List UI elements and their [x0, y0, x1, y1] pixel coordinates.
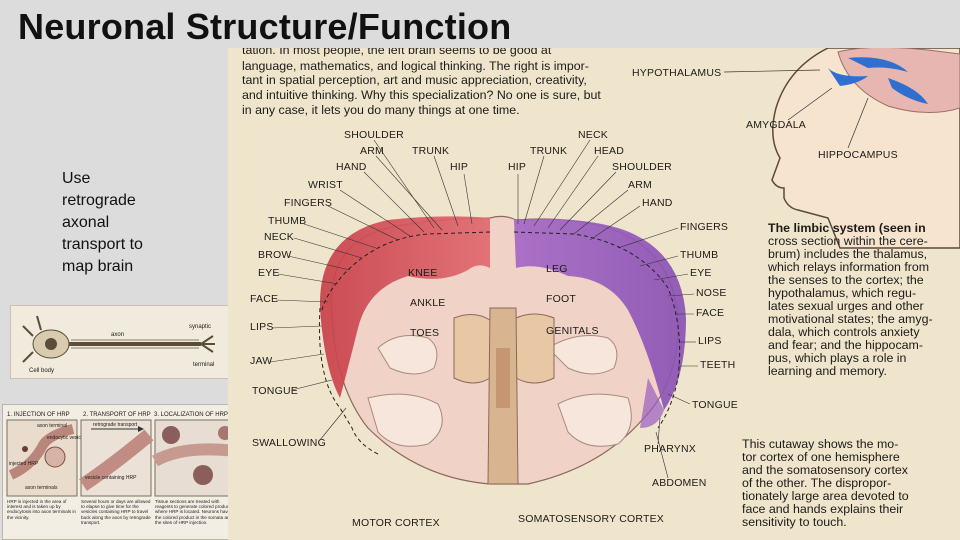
axon-label: axon	[111, 332, 124, 338]
cutaway-line: of the other. The dispropor-	[742, 476, 891, 490]
cutaway-line: face and hands explains their	[742, 502, 903, 516]
sensory-label: TEETH	[700, 359, 735, 371]
hrp-tracing-diagram: 1. INJECTION OF HRP 2. TRANSPORT OF HRP …	[2, 404, 240, 540]
panel2-label: retrograde transport	[93, 422, 138, 428]
sensory-label: HEAD	[594, 145, 624, 157]
panel1-label: axon terminal	[37, 423, 67, 429]
sensory-label: SHOULDER	[612, 161, 672, 173]
cutaway-line: and the somatosensory cortex	[742, 463, 909, 477]
sensory-label: ARM	[628, 179, 652, 191]
top-paragraph-line: language, mathematics, and logical think…	[242, 59, 589, 73]
limbic-line: the senses to the cortex; the	[768, 273, 924, 287]
panel1-label: endocytic vesicle	[47, 435, 85, 441]
limbic-line: which relays information from	[767, 260, 929, 274]
panel2-caption: Several hours or days are allowed to ela…	[81, 499, 151, 525]
sensory-label: LIPS	[698, 335, 722, 347]
limbic-line: motivational states; the amyg-	[768, 312, 933, 326]
panel1-label: injected HRP	[9, 461, 39, 467]
side-note: Use retrograde axonal transport to map b…	[62, 168, 192, 278]
sensory-label: HIP	[508, 161, 526, 173]
limbic-line: brum) includes the thalamus,	[768, 247, 927, 261]
panel2-title: 2. TRANSPORT OF HRP	[83, 412, 151, 418]
sensory-label: PHARYNX	[644, 443, 696, 455]
terminal-label: terminal	[193, 362, 214, 368]
sensory-label: FINGERS	[680, 221, 728, 233]
motor-label: WRIST	[308, 179, 343, 191]
panel1-label: axon terminals	[25, 485, 58, 491]
sensory-label: NECK	[578, 129, 608, 141]
panel3-caption: Tissue sections are treated with reagent…	[155, 499, 234, 525]
limbic-line: cross section within the cere-	[768, 234, 928, 248]
limbic-line: The limbic system (seen in	[768, 221, 926, 235]
top-paragraph-line: and intuitive thinking. Why this special…	[242, 88, 601, 102]
cell-body-label: Cell body	[29, 368, 54, 374]
sensory-label: GENITALS	[546, 325, 599, 337]
motor-label: TRUNK	[412, 145, 449, 157]
motor-label: BROW	[258, 249, 291, 261]
top-paragraph-line: in any case, it lets you do many things …	[242, 103, 520, 117]
motor-label: LIPS	[250, 321, 274, 333]
side-note-line: transport to	[62, 236, 143, 253]
motor-label: HIP	[450, 161, 468, 173]
cutaway-line: sensitivity to touch.	[742, 515, 847, 529]
side-note-line: axonal	[62, 214, 110, 231]
sensory-label: LEG	[546, 263, 568, 275]
sensory-label: TONGUE	[692, 399, 738, 411]
sensory-label: HAND	[642, 197, 673, 209]
cortex-homunculus-figure: tation. In most people, the left brain s…	[228, 48, 960, 540]
limbic-description: The limbic system (seen in cross section…	[767, 221, 933, 378]
hypothalamus-label: HYPOTHALAMUS	[632, 67, 721, 79]
limbic-line: hypothalamus, which regu-	[768, 286, 916, 300]
side-note-line: Use	[62, 170, 91, 187]
panel1-title: 1. INJECTION OF HRP	[7, 412, 70, 418]
sensory-label: NOSE	[696, 287, 727, 299]
motor-label: JAW	[250, 355, 272, 367]
top-paragraph-line: tant in spatial perception, art and musi…	[242, 73, 587, 87]
motor-label: ANKLE	[410, 297, 445, 309]
limbic-line: pus, which plays a role in	[768, 351, 907, 365]
sensory-label: FOOT	[546, 293, 576, 305]
motor-labels: SHOULDER ARM TRUNK HAND HIP WRIST FINGER…	[250, 129, 473, 449]
motor-label: FINGERS	[284, 197, 332, 209]
cutaway-line: tor cortex of one hemisphere	[742, 450, 900, 464]
hippocampus-label: HIPPOCAMPUS	[818, 149, 898, 161]
neuron-axon-diagram: Cell body axon terminal synaptic	[10, 305, 230, 379]
motor-label: TOES	[410, 327, 439, 339]
motor-cortex-label: MOTOR CORTEX	[352, 517, 440, 529]
sensory-label: FACE	[696, 307, 724, 319]
panel1-caption: HRP is injected in the area of interest …	[7, 499, 76, 520]
sensory-label: TRUNK	[530, 145, 567, 157]
motor-label: SWALLOWING	[252, 437, 326, 449]
limbic-line: lates sexual urges and other	[768, 299, 924, 313]
sensory-label: ABDOMEN	[652, 477, 707, 489]
motor-label: HAND	[336, 161, 367, 173]
somatosensory-cortex-label: SOMATOSENSORY CORTEX	[518, 513, 664, 525]
sensory-label: EYE	[690, 267, 712, 279]
cutaway-description: This cutaway shows the mo- tor cortex of…	[742, 437, 909, 529]
limbic-line: dala, which controls anxiety	[768, 325, 920, 339]
limbic-line: and fear; and the hippocam-	[768, 338, 923, 352]
motor-label: EYE	[258, 267, 280, 279]
motor-label: ARM	[360, 145, 384, 157]
panel2-label: vesicle containing HRP	[85, 475, 137, 481]
side-note-line: retrograde	[62, 192, 136, 209]
motor-label: NECK	[264, 231, 294, 243]
motor-label: SHOULDER	[344, 129, 404, 141]
amygdala-label: AMYGDALA	[746, 119, 806, 131]
side-note-line: map brain	[62, 258, 134, 275]
motor-label: TONGUE	[252, 385, 298, 397]
limbic-line: learning and memory.	[768, 364, 887, 378]
cutaway-line: tionately large area devoted to	[742, 489, 909, 503]
sensory-label: THUMB	[680, 249, 718, 261]
slide-title: Neuronal Structure/Function	[18, 6, 512, 47]
motor-label: FACE	[250, 293, 278, 305]
top-paragraph-line: tation. In most people, the left brain s…	[242, 48, 552, 57]
panel3-title: 3. LOCALIZATION OF HRP	[154, 412, 228, 418]
motor-label: THUMB	[268, 215, 306, 227]
motor-label: KNEE	[408, 267, 437, 279]
synaptic-label: synaptic	[189, 324, 211, 330]
sensory-labels: NECK TRUNK HEAD HIP SHOULDER ARM HAND FI…	[508, 129, 738, 489]
cutaway-line: This cutaway shows the mo-	[742, 437, 898, 451]
